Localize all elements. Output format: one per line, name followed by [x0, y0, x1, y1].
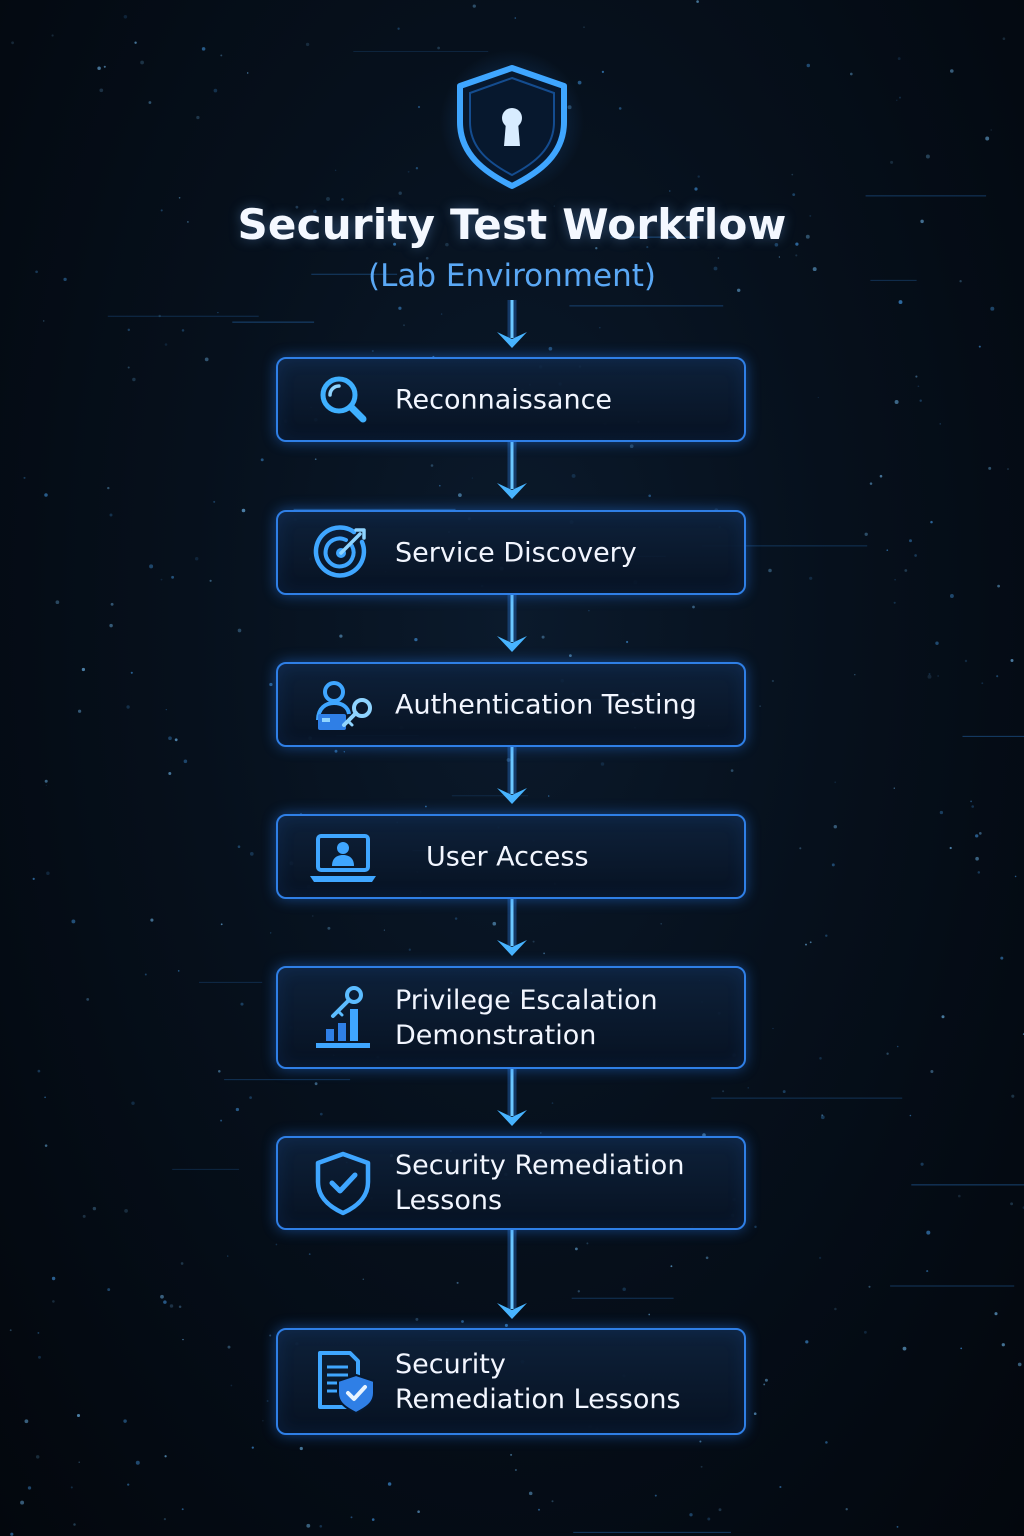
step-label: Authentication Testing — [395, 689, 697, 720]
flow-arrow — [486, 594, 538, 656]
magnifier-icon — [310, 367, 376, 433]
step-security-remediation-lessons-final: Security Remediation Lessons — [276, 1328, 746, 1435]
step-label: Reconnaissance — [395, 384, 613, 415]
key-bar-chart-icon — [310, 985, 376, 1051]
user-key-icon — [310, 672, 376, 738]
step-label: Privilege Escalation Demonstration — [395, 984, 658, 1051]
step-authentication-testing: Authentication Testing — [276, 662, 746, 747]
flow-arrow — [486, 1229, 538, 1323]
step-reconnaissance: Reconnaissance — [276, 357, 746, 442]
step-label: User Access — [426, 841, 589, 872]
flow-arrow — [486, 898, 538, 960]
target-icon — [310, 520, 376, 586]
shield-check-icon — [310, 1150, 376, 1216]
step-security-remediation-lessons: Security Remediation Lessons — [276, 1136, 746, 1230]
laptop-user-icon — [310, 824, 376, 890]
step-service-discovery: Service Discovery — [276, 510, 746, 595]
step-user-access: User Access — [276, 814, 746, 899]
flow-arrow — [486, 1068, 538, 1130]
flow-arrow — [486, 300, 538, 352]
step-label: Service Discovery — [395, 537, 637, 568]
step-label: Security Remediation Lessons — [395, 1150, 685, 1216]
flow-arrow — [486, 746, 538, 808]
step-label: Security Remediation Lessons — [395, 1348, 681, 1415]
step-privilege-escalation: Privilege Escalation Demonstration — [276, 966, 746, 1069]
diagram-subtitle: (Lab Environment) — [368, 258, 656, 294]
diagram-title: Security Test Workflow — [237, 200, 787, 249]
shield-keyhole-icon — [440, 50, 584, 196]
flow-arrow — [486, 441, 538, 503]
document-shield-icon — [310, 1349, 376, 1415]
